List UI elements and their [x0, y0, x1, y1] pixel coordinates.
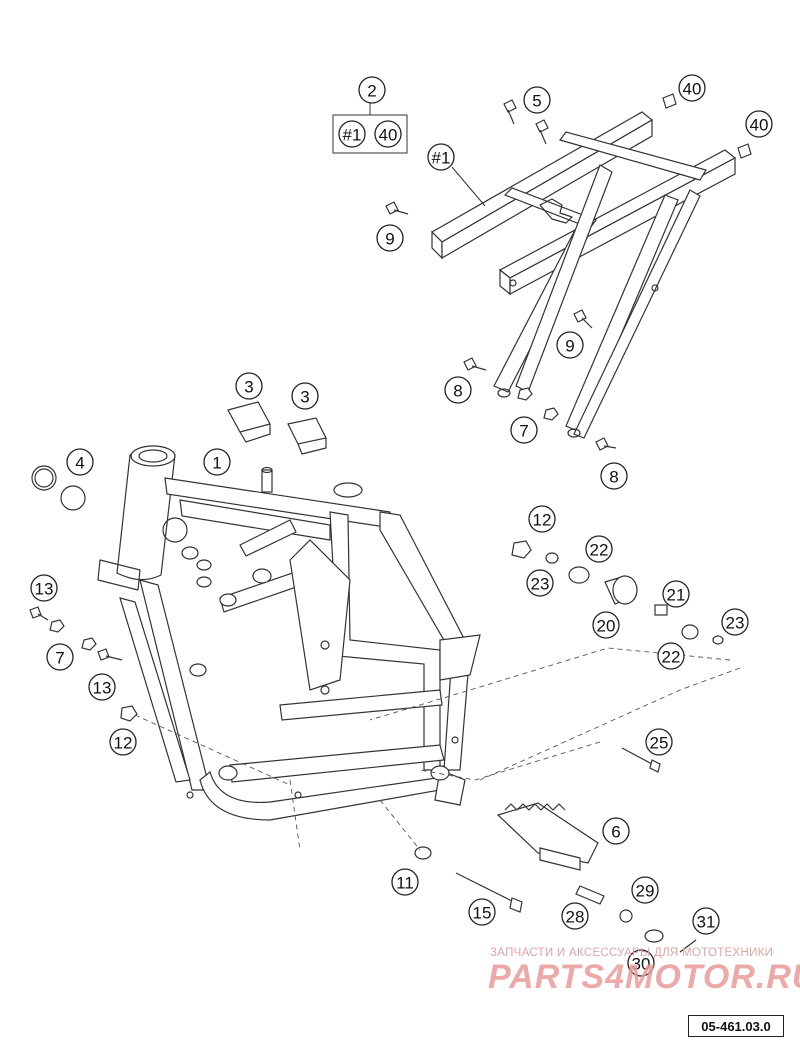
subframe-drawing: [431, 111, 737, 439]
callout-bolt-8-lower: 8: [600, 462, 628, 490]
callout-label: 29: [636, 882, 655, 901]
callout-washer-23-lower: 23: [721, 608, 749, 636]
callout-sleeve-21: 21: [662, 580, 690, 608]
callout-guard-left: 3: [235, 372, 263, 400]
callout-bushing-20: 20: [592, 611, 620, 639]
callout-label: 12: [533, 511, 552, 530]
callout-label: 40: [683, 80, 702, 99]
callout-nut-12-upper: 12: [528, 505, 556, 533]
callout-label: 8: [453, 382, 462, 401]
callout-label: 21: [667, 586, 686, 605]
callout-plug-40-upper: 40: [678, 74, 706, 102]
callout-washer-22-upper: 22: [585, 535, 613, 563]
svg-text:40: 40: [379, 126, 398, 145]
callout-washer-30: 30: [627, 949, 655, 977]
callout-label: 7: [519, 422, 528, 441]
callout-label: 4: [75, 454, 84, 473]
callout-bolt-8-upper: 8: [444, 376, 472, 404]
callout-label: 22: [590, 541, 609, 560]
callout-cotter-31: 31: [692, 907, 720, 935]
callout-bolt-9-right: 9: [556, 331, 584, 359]
callout-label: 31: [697, 913, 716, 932]
callout-label: 8: [609, 468, 618, 487]
callout-plug-40-right: 40: [745, 110, 773, 138]
callout-label: 23: [531, 575, 550, 594]
callout-label: 12: [114, 734, 133, 753]
callout-bearing-ring: 4: [66, 448, 94, 476]
callout-label: 22: [662, 648, 681, 667]
svg-text:#1: #1: [343, 126, 362, 145]
watermark-brand: PARTS4MOTOR.RU: [488, 958, 800, 996]
callout-bolt-15: 15: [468, 898, 496, 926]
callout-bolt-13-upper: 13: [30, 574, 58, 602]
callout-frame: 1: [203, 448, 231, 476]
callout-nut-7-right: 7: [510, 416, 538, 444]
callout-subframe: #1: [427, 143, 455, 171]
callout-label: 5: [532, 92, 541, 111]
callout-label: 6: [611, 823, 620, 842]
callout-nut-12-lower: 12: [109, 728, 137, 756]
callout-bolt-25: 25: [645, 728, 673, 756]
group-item-0: #1: [338, 120, 366, 148]
callout-footpeg: 6: [602, 817, 630, 845]
callout-label: 30: [632, 955, 651, 974]
callout-washer-23-upper: 23: [526, 569, 554, 597]
callout-label: 9: [565, 337, 574, 356]
callout-label: 28: [566, 908, 585, 927]
main-frame-drawing: [97, 445, 481, 821]
callout-label: 1: [212, 454, 221, 473]
callout-washer-22-lower: 22: [657, 642, 685, 670]
callout-label: 20: [597, 617, 616, 636]
callout-pin-28: 28: [561, 902, 589, 930]
callout-label: 13: [35, 580, 54, 599]
callout-label: 2: [367, 82, 376, 101]
callout-spring-29: 29: [631, 876, 659, 904]
watermark-subtitle: ЗАПЧАСТИ И АКСЕССУАРЫ ДЛЯ МОТОТЕХНИКИ: [490, 947, 774, 959]
callout-bolt-9-left: 9: [376, 224, 404, 252]
small-parts: [29, 93, 752, 953]
callout-label: 11: [396, 874, 414, 893]
alignment-lines: [134, 647, 741, 851]
callout-label: 25: [650, 734, 669, 753]
callout-label: 40: [750, 116, 769, 135]
callout-label: 23: [726, 614, 745, 633]
callout-label: #1: [432, 149, 451, 168]
callout-subframe-group: 2: [358, 76, 386, 104]
callout-washer-11: 11: [391, 868, 419, 896]
group-item-1: 40: [374, 120, 402, 148]
callout-label: 13: [93, 679, 112, 698]
callout-bolt-13-lower: 13: [88, 673, 116, 701]
callout-label: 15: [473, 904, 492, 923]
reference-code: 05-461.03.0: [688, 1015, 784, 1037]
callout-label: 9: [385, 230, 394, 249]
callout-nut-7-left: 7: [46, 643, 74, 671]
group-box-2: [332, 102, 408, 154]
callout-label: 3: [244, 378, 253, 397]
callout-label: 7: [55, 649, 64, 668]
callout-guard-right: 3: [291, 382, 319, 410]
callout-label: 3: [300, 388, 309, 407]
callout-bolt-5: 5: [523, 86, 551, 114]
